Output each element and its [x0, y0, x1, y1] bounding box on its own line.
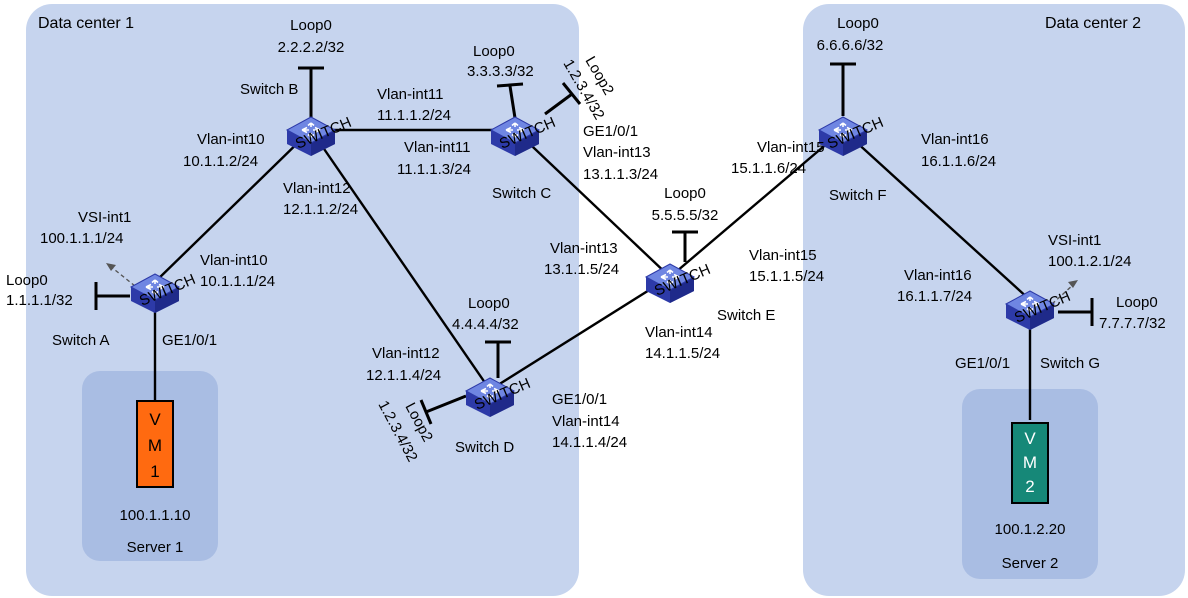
- if-b-d-label: Vlan-int12: [283, 180, 351, 197]
- datacenter-2-label: Data center 2: [1045, 15, 1141, 32]
- vm-1-letter-3: 1: [150, 462, 159, 481]
- if-d-e-label: Vlan-int14: [552, 413, 620, 430]
- vm-2-letter-2: M: [1023, 453, 1037, 472]
- if-a-b-ip: 10.1.1.1/24: [200, 273, 275, 290]
- switch-e-name: Switch E: [717, 307, 775, 324]
- if-c-e-label: Vlan-int13: [583, 144, 651, 161]
- if-e-d-label: Vlan-int14: [645, 324, 713, 341]
- vm-1[interactable]: V M 1: [136, 400, 174, 488]
- if-e-c-label: Vlan-int13: [550, 240, 618, 257]
- switch-a-port: GE1/0/1: [162, 332, 217, 349]
- switch-b-loop-label: Loop0: [290, 17, 332, 34]
- switch-e-loop-ip: 5.5.5.5/32: [652, 207, 719, 224]
- if-e-f-ip: 15.1.1.5/24: [749, 268, 824, 285]
- switch-g-loop-ip: 7.7.7.7/32: [1099, 315, 1166, 332]
- server-1-ip: 100.1.1.10: [120, 507, 191, 524]
- switch-c-port: GE1/0/1: [583, 123, 638, 140]
- vsi-arrow-icon: [106, 263, 136, 287]
- if-b-c-ip: 11.1.1.2/24: [377, 107, 451, 124]
- vm-2[interactable]: V M 2: [1011, 422, 1049, 504]
- if-f-e-ip: 15.1.1.6/24: [731, 160, 806, 177]
- switch-c-loop-ip: 3.3.3.3/32: [467, 63, 534, 80]
- link-e-f: [669, 129, 844, 278]
- if-g-f-label: Vlan-int16: [904, 267, 972, 284]
- switch-e[interactable]: SWITCH: [645, 261, 713, 304]
- if-f-g-label: Vlan-int16: [921, 131, 989, 148]
- switch-a-vsi-label: VSI-int1: [78, 209, 131, 226]
- switch-a-loop-label: Loop0: [6, 272, 48, 289]
- if-b-c-label: Vlan-int11: [377, 86, 443, 103]
- switch-a-loop-ip: 1.1.1.1/32: [6, 292, 73, 309]
- link-c-e: [514, 129, 671, 278]
- if-g-f-ip: 16.1.1.7/24: [897, 288, 972, 305]
- vm-1-letter-1: V: [149, 410, 161, 429]
- link-f-g: [842, 129, 1031, 301]
- if-f-e-label: Vlan-int15: [757, 139, 825, 156]
- if-d-e-ip: 14.1.1.4/24: [552, 434, 627, 451]
- server-2-ip: 100.1.2.20: [995, 521, 1066, 538]
- switch-f-loop-label: Loop0: [837, 15, 879, 32]
- if-b-a-ip: 10.1.1.2/24: [183, 153, 258, 170]
- if-e-d-ip: 14.1.1.5/24: [645, 345, 720, 362]
- if-c-b-ip: 11.1.1.3/24: [397, 161, 471, 178]
- if-b-a-label: Vlan-int10: [197, 131, 265, 148]
- switch-f-name: Switch F: [829, 187, 887, 204]
- switch-g-vsi-ip: 100.1.2.1/24: [1048, 253, 1131, 270]
- switch-d-loop-ip: 4.4.4.4/32: [452, 316, 519, 333]
- link-d-e: [489, 275, 671, 392]
- vm-icon: [136, 400, 174, 488]
- vm-2-letter-1: V: [1024, 429, 1036, 448]
- vm-icon: [1011, 422, 1049, 504]
- vm-2-letter-3: 2: [1025, 477, 1034, 496]
- switch-g-port: GE1/0/1: [955, 355, 1010, 372]
- switch-e-loop-label: Loop0: [664, 185, 706, 202]
- loop-stub-c: [508, 85, 517, 119]
- if-e-c-ip: 13.1.1.5/24: [544, 261, 619, 278]
- if-d-b-label: Vlan-int12: [372, 345, 440, 362]
- switch-c-name: Switch C: [492, 185, 551, 202]
- switch-g-name: Switch G: [1040, 355, 1100, 372]
- server-1-name: Server 1: [127, 539, 184, 556]
- loop2-stub-d: [425, 394, 467, 414]
- switch-g-loop-label: Loop0: [1116, 294, 1158, 311]
- link-b-d: [310, 129, 491, 391]
- if-b-d-ip: 12.1.1.2/24: [283, 201, 358, 218]
- switch-f-loop-ip: 6.6.6.6/32: [817, 37, 884, 54]
- switch-a-vsi-ip: 100.1.1.1/24: [40, 230, 123, 247]
- switch-d-loop-label: Loop0: [468, 295, 510, 312]
- switch-g-vsi-label: VSI-int1: [1048, 232, 1101, 249]
- vsi-arrow-icon: [1051, 280, 1078, 305]
- vm-1-letter-2: M: [148, 436, 162, 455]
- switch-d-name: Switch D: [455, 439, 514, 456]
- switch-c-loop-label: Loop0: [473, 43, 515, 60]
- if-d-b-ip: 12.1.1.4/24: [366, 367, 441, 384]
- loop2-stub-c: [544, 92, 573, 116]
- server-2-name: Server 2: [1002, 555, 1059, 572]
- switch-b-name: Switch B: [240, 81, 298, 98]
- datacenter-1-label: Data center 1: [38, 15, 134, 32]
- if-c-b-label: Vlan-int11: [404, 139, 470, 156]
- if-a-b-label: Vlan-int10: [200, 252, 268, 269]
- switch-a-name: Switch A: [52, 332, 110, 349]
- switch-d-port: GE1/0/1: [552, 391, 607, 408]
- if-f-g-ip: 16.1.1.6/24: [921, 153, 996, 170]
- if-e-f-label: Vlan-int15: [749, 247, 817, 264]
- if-c-e-ip: 13.1.1.3/24: [583, 166, 658, 183]
- switch-b-loop-ip: 2.2.2.2/32: [278, 39, 345, 56]
- link-a-b: [154, 129, 312, 283]
